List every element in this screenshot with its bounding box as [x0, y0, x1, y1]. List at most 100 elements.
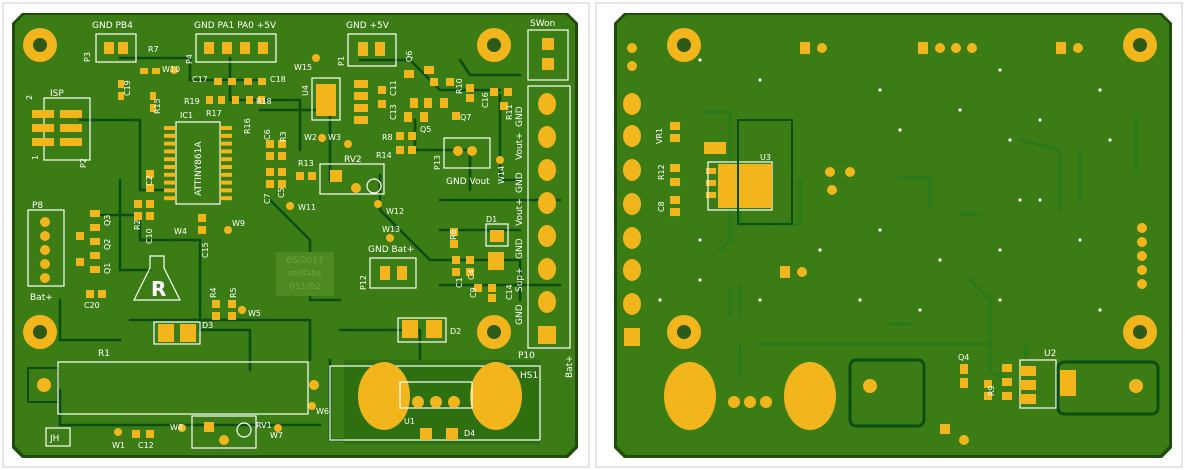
refdes-label: Q2: [103, 239, 112, 250]
back-view-frame: [595, 2, 1183, 468]
refdes-label: RV2: [344, 155, 362, 165]
refdes-label: R5: [229, 287, 238, 298]
resistor-r1: [27, 361, 319, 415]
refdes-label: W7: [270, 431, 283, 440]
refdes-label: W1: [112, 441, 125, 450]
refdes-label: C1: [455, 277, 464, 288]
refdes-label: P3: [83, 52, 92, 62]
via-dot: [818, 248, 822, 252]
refdes-label: R11: [505, 104, 514, 120]
refdes-label: R18: [256, 97, 272, 106]
via-dot: [1008, 138, 1012, 142]
p9-label: SWon: [530, 19, 555, 29]
refdes-label: W3: [328, 133, 341, 142]
p3-label: GND PB4: [92, 21, 133, 31]
header-p9: [527, 29, 569, 81]
refdes-label: C14: [505, 284, 514, 300]
via-dot: [1038, 118, 1042, 122]
refdes-label: C12: [138, 441, 154, 450]
date-line-3: 011/02: [289, 282, 321, 292]
p10-pin-label: Vout+: [515, 198, 525, 226]
via-dot: [918, 308, 922, 312]
refdes-label: C19: [123, 80, 132, 96]
refdes-label: P4: [185, 54, 194, 64]
via-dot: [858, 298, 862, 302]
refdes-label: R6: [449, 229, 458, 240]
via-dot: [878, 228, 882, 232]
header-p13: [443, 137, 491, 169]
refdes-label: R17: [206, 109, 222, 118]
p10-pad: [538, 291, 556, 313]
p4-label: GND PA1 PA0 +5V: [194, 21, 277, 31]
flask-logo: R: [133, 255, 181, 301]
ic1-pin: [220, 196, 232, 201]
refdes-label: W4: [174, 227, 187, 236]
refdes-label: U1: [404, 417, 415, 426]
ic1-pin: [164, 180, 176, 185]
refdes-label: R2: [133, 219, 142, 230]
refdes-label: R7: [148, 45, 159, 54]
diode-d3: [153, 321, 201, 345]
refdes-label: Q6: [405, 51, 414, 62]
back-refdes-label: Q4: [958, 353, 969, 362]
refdes-label: C5: [277, 187, 286, 198]
ic1-pin: [164, 133, 176, 138]
refdes-label: W10: [162, 65, 180, 74]
refdes-label: W2: [304, 133, 317, 142]
via-dot: [1098, 308, 1102, 312]
trimmer-rv1: [191, 415, 257, 449]
p10-pin-label: GND: [515, 238, 525, 259]
ic1-pin: [164, 126, 176, 130]
refdes-label: W15: [294, 63, 312, 72]
refdes-label: C15: [201, 242, 210, 258]
p10-pad: [538, 258, 556, 280]
ic1-pin: [164, 165, 176, 169]
via-dot: [1108, 138, 1112, 142]
ic1-pin: [220, 133, 232, 138]
refdes-label: U4: [301, 85, 310, 96]
via-dot: [1098, 88, 1102, 92]
p10-pin-label: GND: [515, 106, 525, 127]
ic1-pin: [220, 188, 232, 193]
via-dot: [698, 278, 702, 282]
front-mounting-holes: [23, 28, 511, 349]
via-dot: [898, 128, 902, 132]
ic1-pin: [164, 172, 176, 177]
ic1-pin: [220, 180, 232, 185]
refdes-label: 1: [31, 155, 40, 160]
back-mounting-holes: [667, 28, 1157, 349]
refdes-label: R1: [98, 349, 110, 359]
via-dot: [958, 108, 962, 112]
via-dot: [698, 238, 702, 242]
ic1-pin: [164, 188, 176, 193]
via-dot: [658, 298, 662, 302]
back-refdes-label: VR1: [655, 128, 664, 144]
refdes-label: R13: [298, 159, 314, 168]
back-refdes-label: U3: [760, 153, 771, 162]
via-dot: [1038, 198, 1042, 202]
via-dot: [998, 248, 1002, 252]
via-dot: [758, 298, 762, 302]
via-dot: [1018, 198, 1022, 202]
regulator-u3: [704, 119, 793, 225]
ic1-pin: [164, 157, 176, 162]
p10-pin-label: GND: [515, 172, 525, 193]
refdes-label: R16: [243, 118, 252, 134]
refdes-label: R10: [455, 78, 464, 94]
refdes-label: R3: [279, 131, 288, 142]
p12-label: GND Bat+: [368, 245, 414, 255]
isp-label: ISP: [50, 89, 64, 99]
p10-label: P10: [518, 351, 535, 361]
date-line-2: redlabs: [288, 269, 321, 279]
refdes-label: D4: [464, 429, 475, 438]
date-line-1: 05/2017: [286, 256, 323, 266]
refdes-label: C16: [481, 92, 490, 108]
refdes-label: C11: [389, 80, 398, 96]
back-passives: [670, 122, 1012, 445]
refdes-label: W13: [382, 225, 400, 234]
back-heatsink-pads: [664, 358, 926, 430]
p10-pin-label: Sup+: [515, 267, 525, 292]
